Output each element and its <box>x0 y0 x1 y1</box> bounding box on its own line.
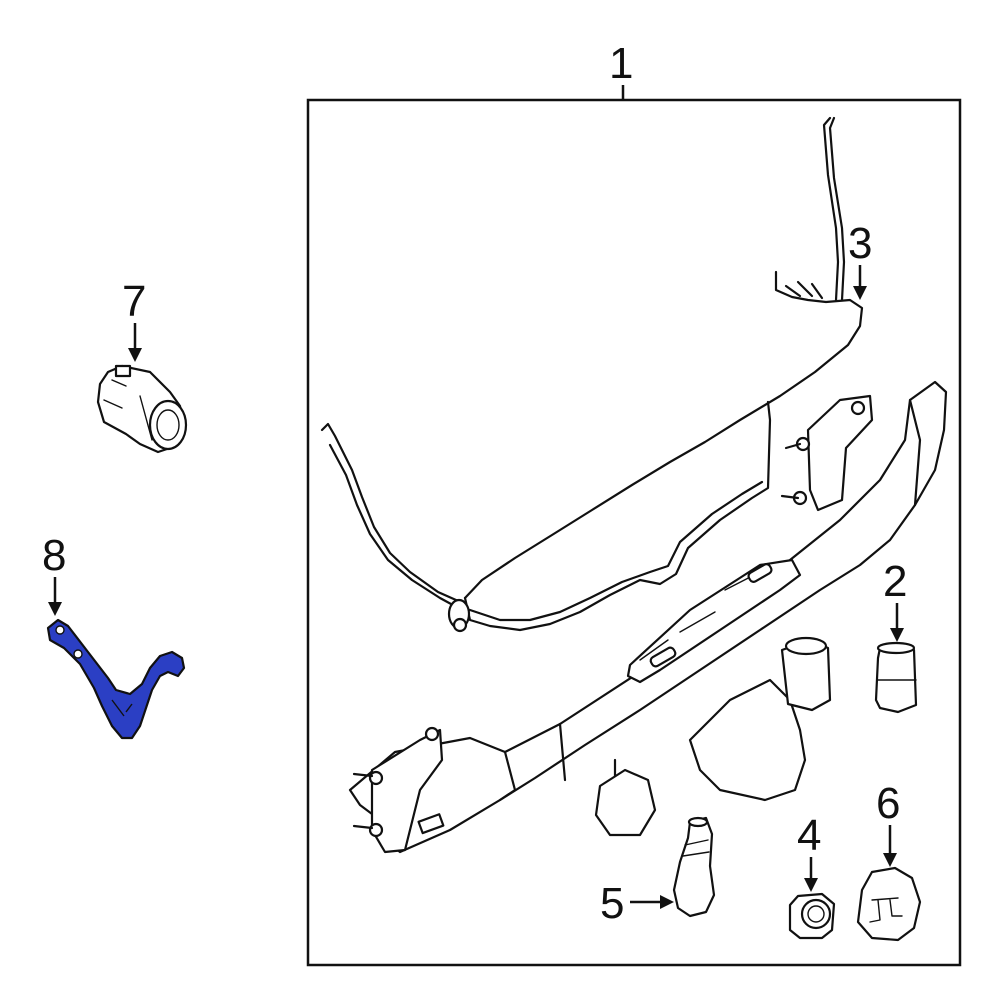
callout-5-arrow <box>630 895 674 909</box>
callout-5-label[interactable]: 5 <box>600 879 624 928</box>
socket-cover <box>856 866 922 942</box>
callout-7-label[interactable]: 7 <box>122 277 146 326</box>
callout-6-label[interactable]: 6 <box>876 779 900 828</box>
callout-8-arrow <box>48 577 62 616</box>
callout-3-arrow <box>853 265 867 300</box>
electrical-socket <box>96 364 188 454</box>
callout-2-label[interactable]: 2 <box>883 557 907 606</box>
callout-7-arrow <box>128 323 142 362</box>
callout-4-label[interactable]: 4 <box>797 811 821 860</box>
grommet <box>788 892 836 940</box>
callout-8-label[interactable]: 8 <box>42 531 66 580</box>
tow-ball-cap <box>874 641 918 714</box>
callout-3-label[interactable]: 3 <box>848 219 872 268</box>
callout-2-arrow <box>890 603 904 642</box>
callout-1-label[interactable]: 1 <box>609 39 633 88</box>
wiring-harness <box>320 116 864 633</box>
mounting-bracket-highlighted[interactable] <box>46 618 186 740</box>
callout-4-arrow <box>804 857 818 892</box>
callout-6-arrow <box>883 825 897 867</box>
assembly-frame <box>306 98 962 967</box>
tow-bar-crossmember <box>348 380 948 854</box>
socket-boot <box>672 816 716 918</box>
